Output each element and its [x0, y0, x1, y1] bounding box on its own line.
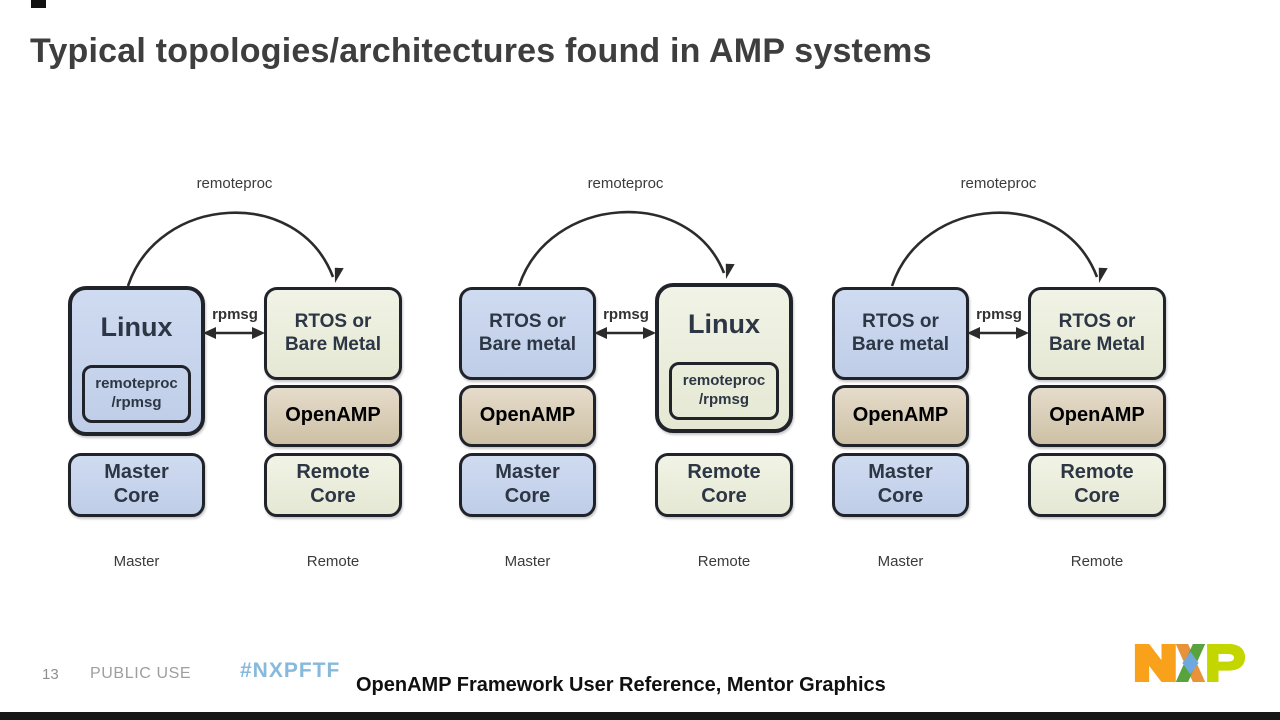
- remote-core-box: Remote Core: [655, 453, 793, 517]
- master-os-label: RTOS or Bare metal: [478, 311, 577, 355]
- remote-core-label: Remote Core: [296, 461, 370, 507]
- remote-core-label: Remote Core: [1060, 461, 1134, 507]
- remoteproc-arc-arrow: [890, 211, 1108, 287]
- remote-os-box: Linux remoteproc /rpmsg: [655, 283, 793, 433]
- master-core-box: Master Core: [68, 453, 205, 517]
- remote-os-label: RTOS or Bare Metal: [284, 311, 382, 355]
- openamp-label: OpenAMP: [852, 404, 949, 427]
- nested-line2: /rpmsg: [698, 391, 749, 408]
- remoteproc-label: remoteproc: [196, 175, 273, 192]
- openamp-box: OpenAMP: [459, 385, 596, 447]
- letterbox-bar: [0, 712, 1280, 720]
- topology-panel-rtos-rtos: remoteproc RTOS or Bare metal OpenAMP rp…: [816, 165, 1181, 597]
- openamp-box: OpenAMP: [832, 385, 969, 447]
- master-core-label: Master Core: [495, 461, 560, 507]
- master-caption: Master: [504, 553, 551, 570]
- remoteproc-label: remoteproc: [960, 175, 1037, 192]
- remote-core-label: Remote Core: [687, 461, 761, 507]
- master-core-box: Master Core: [459, 453, 596, 517]
- openamp-label: OpenAMP: [479, 404, 576, 427]
- topology-panel-linux-master: remoteproc Linux remoteproc /rpmsg rpmsg…: [52, 165, 417, 597]
- openamp-box: OpenAMP: [1028, 385, 1166, 447]
- rpmsg-label: rpmsg: [603, 306, 649, 323]
- master-caption: Master: [877, 553, 924, 570]
- remote-os-label: Linux: [688, 309, 760, 339]
- remote-os-box: RTOS or Bare Metal: [264, 287, 402, 380]
- rpmsg-label: rpmsg: [212, 306, 258, 323]
- top-edge-mark: [31, 0, 46, 8]
- source-citation: OpenAMP Framework User Reference, Mentor…: [356, 674, 886, 696]
- rpmsg-double-arrow: [203, 327, 265, 339]
- event-hashtag: #NXPFTF: [240, 659, 341, 682]
- remoteproc-arc-arrow: [517, 210, 735, 287]
- remote-caption: Remote: [697, 553, 751, 570]
- openamp-box: OpenAMP: [264, 385, 402, 447]
- nested-line2: /rpmsg: [111, 394, 162, 411]
- page-number: 13: [42, 666, 59, 683]
- master-core-box: Master Core: [832, 453, 969, 517]
- nxp-logo-icon: [1134, 644, 1246, 682]
- rpmsg-double-arrow: [967, 327, 1029, 339]
- remote-caption: Remote: [1070, 553, 1124, 570]
- master-caption: Master: [113, 553, 160, 570]
- remoteproc-arc-arrow: [126, 211, 344, 287]
- remoteproc-rpmsg-box: remoteproc /rpmsg: [82, 365, 191, 423]
- slide-title: Typical topologies/architectures found i…: [30, 31, 932, 70]
- remote-os-box: RTOS or Bare Metal: [1028, 287, 1166, 380]
- openamp-label: OpenAMP: [1049, 404, 1145, 427]
- remote-os-label: RTOS or Bare Metal: [1048, 311, 1146, 355]
- nested-line1: remoteproc: [95, 375, 178, 393]
- master-os-box: Linux remoteproc /rpmsg: [68, 286, 205, 436]
- rpmsg-label: rpmsg: [976, 306, 1022, 323]
- remote-core-box: Remote Core: [1028, 453, 1166, 517]
- master-core-label: Master Core: [104, 461, 169, 507]
- nested-line1: remoteproc: [682, 372, 766, 390]
- master-os-box: RTOS or Bare metal: [459, 287, 596, 380]
- master-os-box: RTOS or Bare metal: [832, 287, 969, 380]
- remoteproc-label: remoteproc: [587, 175, 664, 192]
- openamp-label: OpenAMP: [285, 404, 381, 427]
- remote-core-box: Remote Core: [264, 453, 402, 517]
- classification-label: PUBLIC USE: [90, 665, 192, 682]
- master-os-label: RTOS or Bare metal: [851, 311, 950, 355]
- rpmsg-double-arrow: [594, 327, 656, 339]
- master-os-label: Linux: [100, 312, 173, 342]
- remote-caption: Remote: [306, 553, 360, 570]
- topology-panel-rtos-master: remoteproc RTOS or Bare metal OpenAMP rp…: [443, 165, 808, 597]
- master-core-label: Master Core: [868, 461, 933, 507]
- remoteproc-rpmsg-box: remoteproc /rpmsg: [669, 362, 779, 420]
